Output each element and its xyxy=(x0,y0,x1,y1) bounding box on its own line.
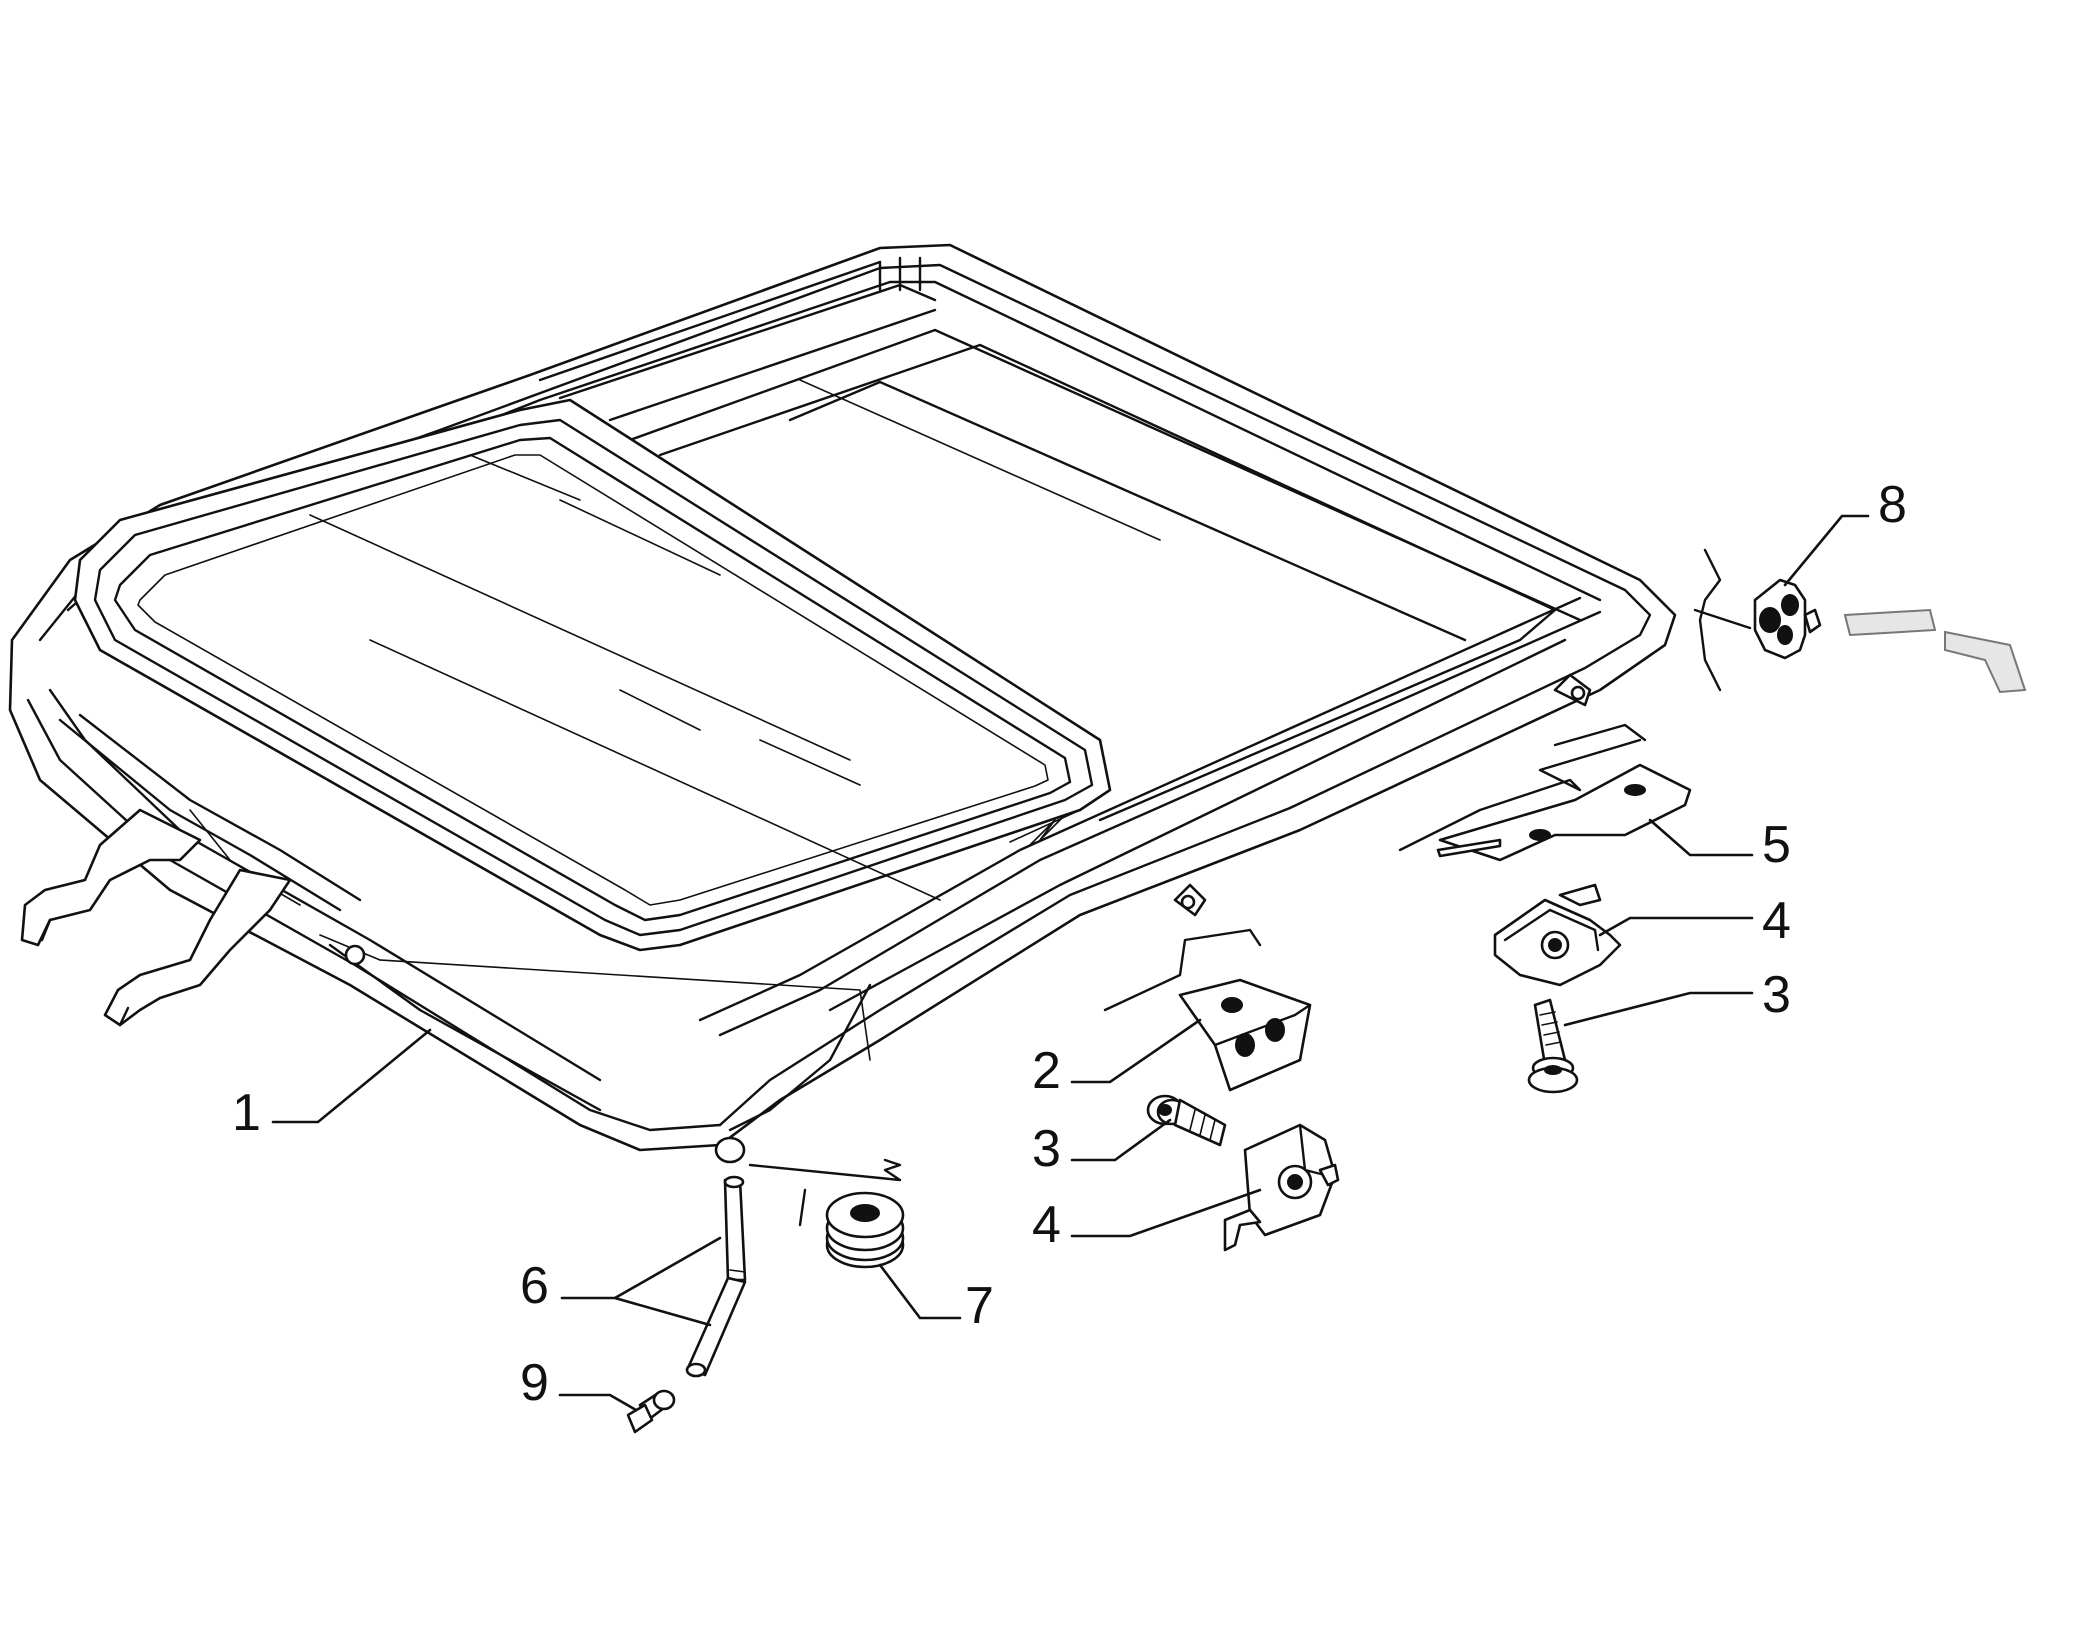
callout-1: 1 xyxy=(232,1084,261,1142)
callout-labels: 1 2 3 3 4 4 5 6 7 8 9 xyxy=(232,476,1907,1412)
bracket-5 xyxy=(1398,723,1692,862)
callout-5: 5 xyxy=(1762,816,1791,874)
grommet-8 xyxy=(1693,548,2027,694)
callout-2: 2 xyxy=(1032,1042,1061,1100)
sunroof-frame-assembly xyxy=(8,243,1677,1164)
cage-nut-4-center xyxy=(1223,1123,1340,1252)
bolt-3-right xyxy=(1527,998,1579,1094)
cage-nut-4-right xyxy=(1493,883,1622,987)
callout-4-right: 4 xyxy=(1762,892,1791,950)
callout-7: 7 xyxy=(965,1277,994,1335)
mount-bracket-2 xyxy=(1103,928,1312,1092)
grommet-7 xyxy=(825,1191,905,1269)
drain-hose-6 xyxy=(685,1158,902,1378)
left-side-mount-brackets xyxy=(20,808,292,1027)
callout-6: 6 xyxy=(520,1257,549,1315)
hose-connector-9 xyxy=(626,1389,676,1434)
callout-9: 9 xyxy=(520,1354,549,1412)
callout-3-right: 3 xyxy=(1762,966,1791,1024)
leader-lines xyxy=(271,514,1870,1412)
callout-4-center: 4 xyxy=(1032,1196,1061,1254)
callout-8: 8 xyxy=(1878,476,1907,534)
callout-3-center: 3 xyxy=(1032,1120,1061,1178)
bolt-3-center xyxy=(1146,1094,1227,1147)
